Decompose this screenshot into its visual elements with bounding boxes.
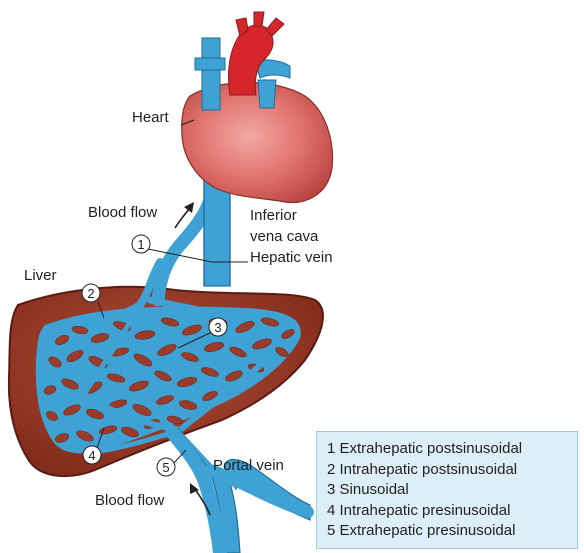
svg-text:2: 2: [87, 286, 94, 301]
portal-vein-label: Portal vein: [213, 457, 284, 474]
svg-text:1: 1: [137, 237, 144, 252]
svg-text:4: 4: [88, 448, 95, 463]
ivc-label-line1: Inferior: [250, 207, 297, 224]
heart-label: Heart: [132, 109, 170, 126]
marker-5: 5: [157, 458, 175, 476]
legend-item: 1 Extrahepatic postsinusoidal: [327, 439, 577, 460]
marker-2: 2: [82, 284, 100, 302]
marker-1: 1: [132, 235, 150, 253]
marker-3: 3: [209, 318, 227, 336]
marker-4: 4: [83, 446, 101, 464]
hepatic-vein-label: Hepatic vein: [250, 249, 333, 266]
liver-label: Liver: [24, 267, 57, 284]
svg-text:3: 3: [214, 320, 221, 335]
blood-flow-label-bottom: Blood flow: [95, 492, 164, 509]
svg-text:5: 5: [162, 460, 169, 475]
legend: 1 Extrahepatic postsinusoidal 2 Intrahep…: [316, 431, 578, 549]
legend-item: 3 Sinusoidal: [327, 480, 577, 501]
legend-item: 2 Intrahepatic postsinusoidal: [327, 460, 577, 481]
blood-flow-label-top: Blood flow: [88, 204, 157, 221]
legend-item: 5 Extrahepatic presinusoidal: [327, 521, 577, 542]
ivc-label-line2: vena cava: [250, 228, 319, 245]
legend-item: 4 Intrahepatic presinusoidal: [327, 501, 577, 522]
heart: [182, 12, 333, 203]
